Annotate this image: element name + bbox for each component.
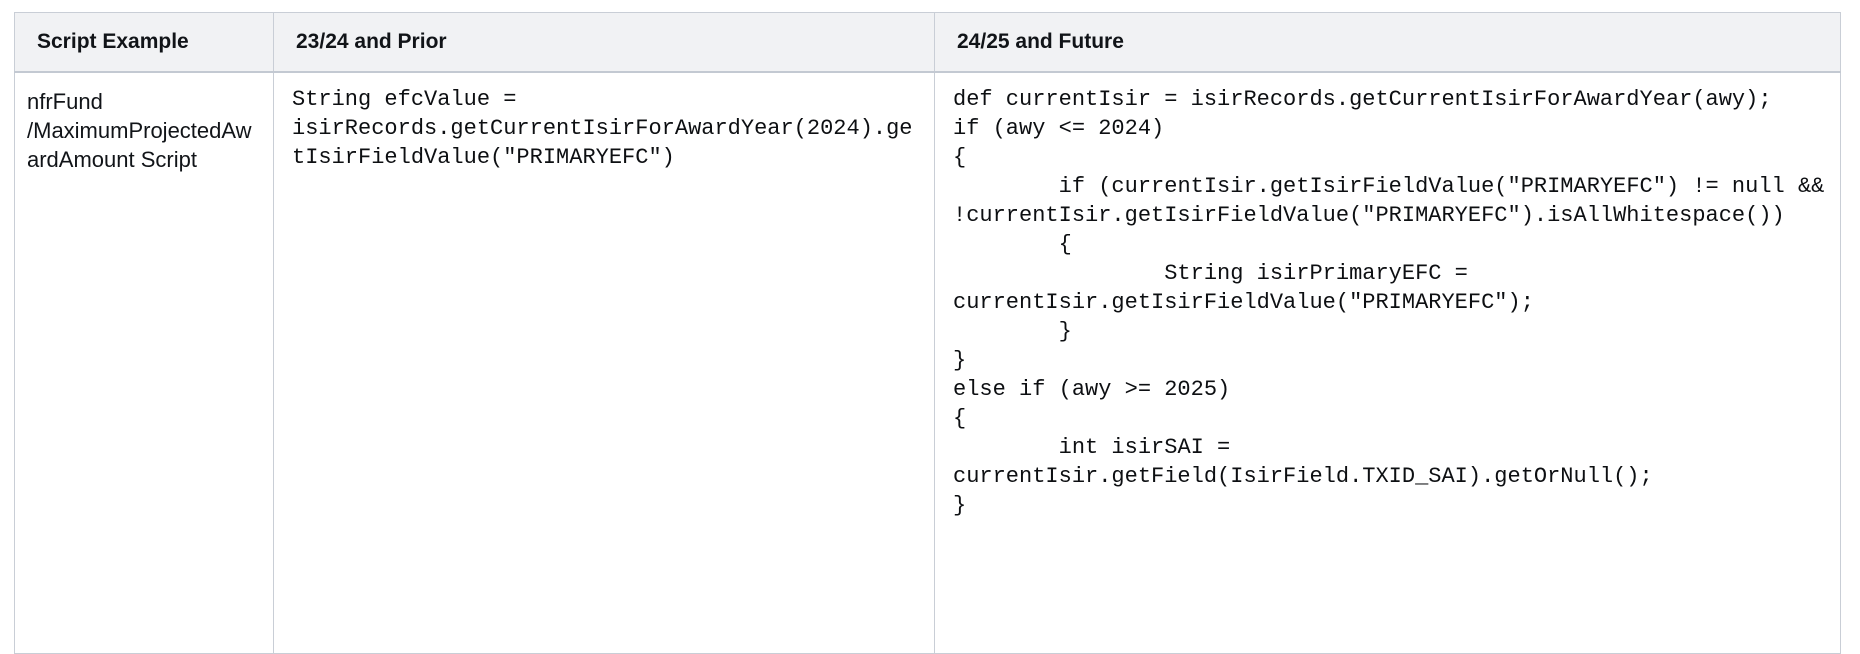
column-header-future: 24/25 and Future <box>934 12 1841 73</box>
table-body: nfrFund /MaximumProjectedAwardAmount Scr… <box>14 71 1841 654</box>
cell-future-code: def currentIsir = isirRecords.getCurrent… <box>934 71 1841 654</box>
code-snippet-prior: String efcValue = isirRecords.getCurrent… <box>292 87 913 170</box>
cell-script-example: nfrFund /MaximumProjectedAwardAmount Scr… <box>14 71 274 654</box>
table-header-row: Script Example 23/24 and Prior 24/25 and… <box>14 12 1841 73</box>
code-snippet-future: def currentIsir = isirRecords.getCurrent… <box>953 87 1825 518</box>
table-row: nfrFund /MaximumProjectedAwardAmount Scr… <box>14 71 1841 654</box>
script-comparison-table: Script Example 23/24 and Prior 24/25 and… <box>14 12 1841 654</box>
column-header-prior: 23/24 and Prior <box>273 12 935 73</box>
column-header-script-example: Script Example <box>14 12 274 73</box>
script-name-text: nfrFund /MaximumProjectedAwardAmount Scr… <box>27 89 252 172</box>
table-header: Script Example 23/24 and Prior 24/25 and… <box>14 12 1841 73</box>
cell-prior-code: String efcValue = isirRecords.getCurrent… <box>273 71 935 654</box>
